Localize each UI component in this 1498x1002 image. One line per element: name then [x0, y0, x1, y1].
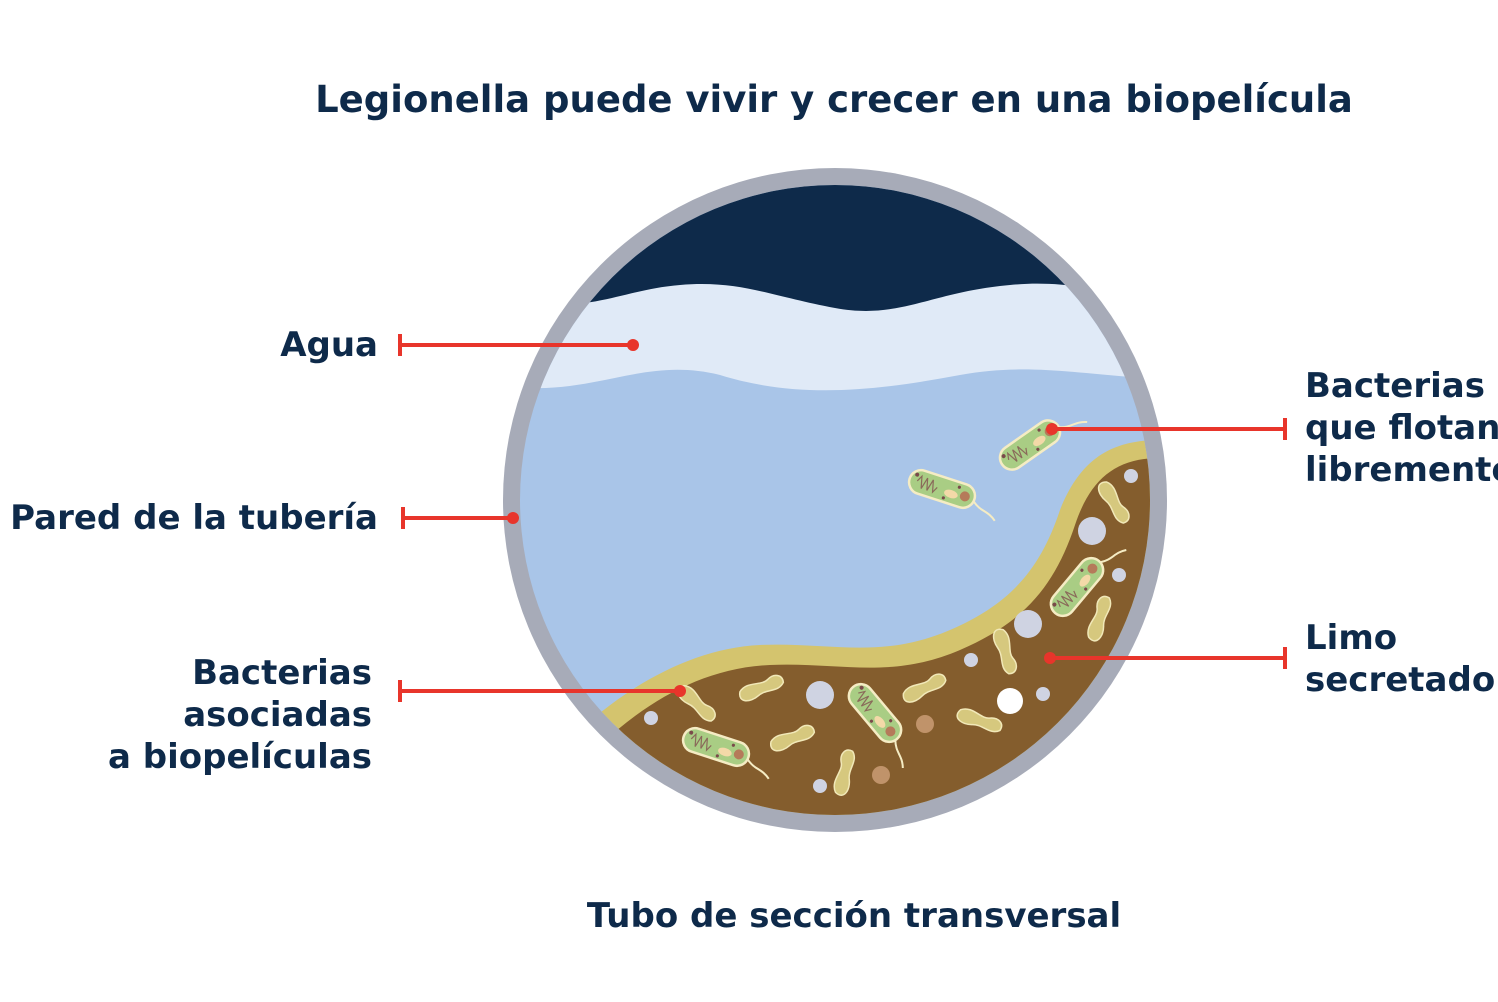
label-pipe-wall: Pared de la tubería: [10, 498, 378, 538]
pointer-slime: [1044, 647, 1287, 669]
diagram-subtitle: Tubo de sección transversal: [586, 896, 1122, 936]
pointer-biofilm-bacteria: [398, 680, 686, 702]
label-slime: Limo secretado: [1305, 617, 1495, 701]
label-slime-line1: Limo: [1305, 618, 1398, 658]
pointer-water: [398, 334, 639, 356]
biofilm-particles: [644, 469, 1138, 793]
pipe: [503, 168, 1167, 832]
label-free-bacteria: Bacterias que flotan libremente: [1305, 365, 1498, 491]
pointer-lines: [398, 334, 1287, 702]
diagram-title: Legionella puede vivir y crecer en una b…: [315, 78, 1353, 121]
label-biofilm-bacteria: Bacterias asociadas a biopelículas: [0, 652, 372, 778]
label-biofilm-bacteria-line1: Bacterias asociadas: [183, 653, 372, 735]
label-free-bacteria-line2: que flotan: [1305, 408, 1498, 448]
pointer-pipe-wall: [401, 507, 519, 529]
label-water: Agua: [280, 325, 378, 365]
label-free-bacteria-line3: libremente: [1305, 450, 1498, 490]
label-free-bacteria-line1: Bacterias: [1305, 366, 1485, 406]
label-slime-line2: secretado: [1305, 660, 1496, 700]
label-biofilm-bacteria-line2: a biopelículas: [107, 737, 372, 777]
pointer-free-bacteria: [1046, 418, 1287, 440]
